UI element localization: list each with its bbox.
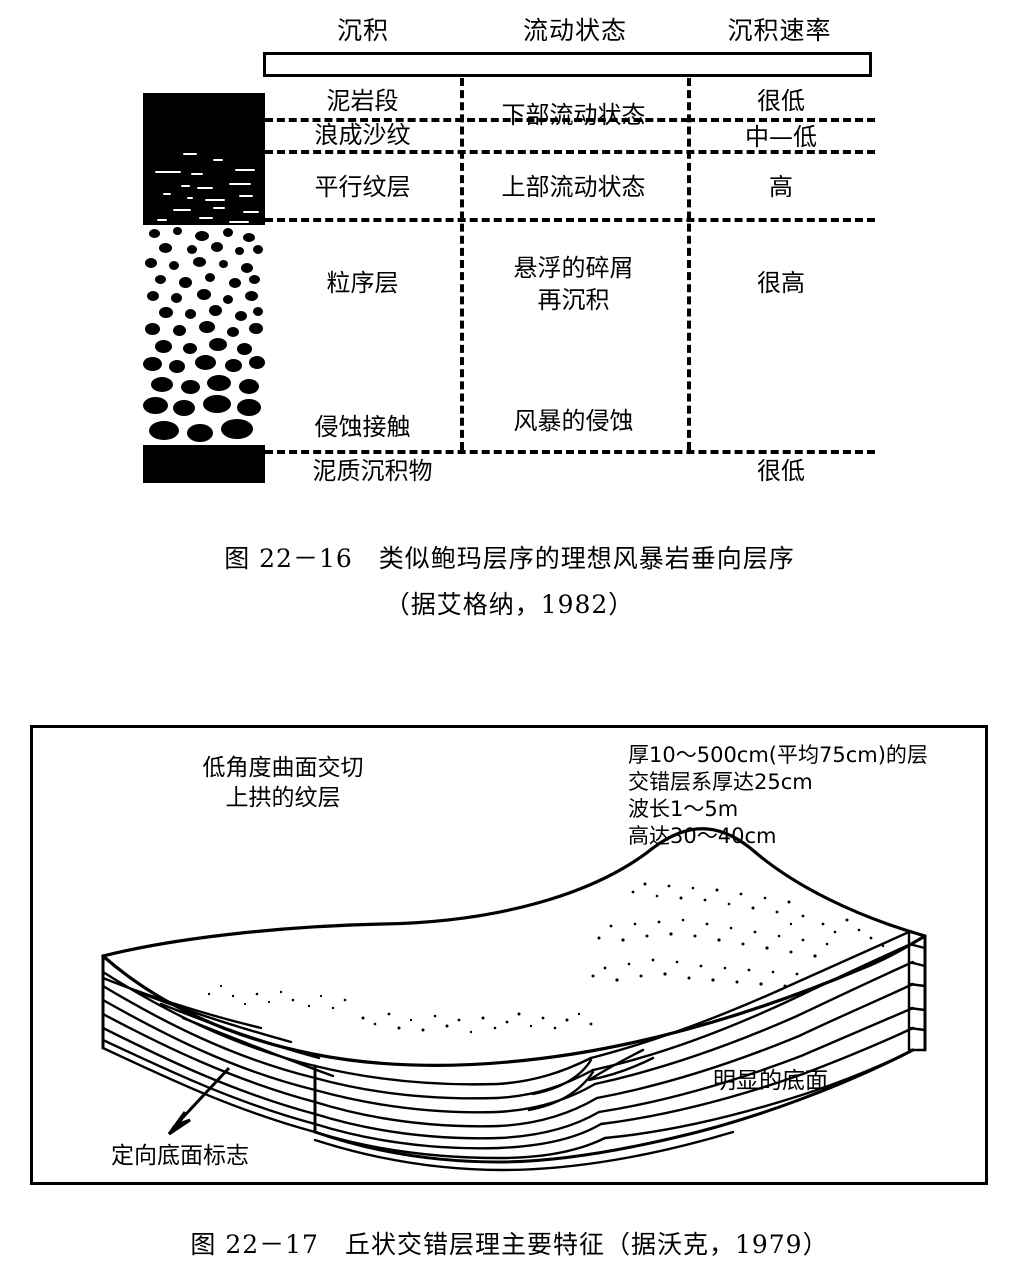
cell-deposit-5: 侵蚀接触 [314, 413, 411, 441]
row-divider-2 [265, 150, 875, 154]
annotation-right-line2: 交错层系厚达25cm [628, 770, 813, 794]
lithology-column [143, 93, 265, 483]
cell-flow-4-line2: 再沉积 [537, 286, 610, 314]
annotation-sharp-base: 明显的底面 [713, 1068, 828, 1094]
column-header-flow-regime: 流动状态 [522, 16, 627, 45]
column-divider-1 [460, 78, 464, 450]
figure-22-17-box: 低角度曲面交切 上拱的纹层 厚10～500cm(平均75cm)的层 交错层系厚达… [30, 725, 988, 1185]
column-divider-2 [687, 78, 691, 450]
annotation-right-line3: 波长1～5m [628, 797, 739, 821]
figure-22-16: 沉积 流动状态 沉积速率 [0, 0, 1019, 640]
cell-flow-1: 下部流动状态 [501, 101, 646, 129]
cell-rate-1: 很低 [757, 87, 805, 115]
row-divider-4 [265, 450, 875, 454]
figure-22-16-caption-line1: 图 22－16 类似鲍玛层序的理想风暴岩垂向层序 [224, 544, 795, 573]
cell-rate-3: 高 [769, 173, 793, 201]
annotation-right-line1: 厚10～500cm(平均75cm)的层 [628, 743, 928, 767]
header-bar [263, 52, 872, 77]
figure-22-16-caption-line2: （据艾格纳，1982） [384, 590, 635, 619]
cell-rate-6: 很低 [757, 457, 805, 485]
hummocky-cross-stratification-block-diagram [101, 827, 927, 1172]
annotation-left-line2: 上拱的纹层 [225, 785, 341, 811]
cell-deposit-1: 泥岩段 [326, 87, 399, 115]
cell-flow-4-line1: 悬浮的碎屑 [513, 254, 634, 282]
orientation-arrow-icon [167, 1066, 231, 1136]
cell-rate-2: 中—低 [745, 123, 817, 151]
cell-deposit-4: 粒序层 [326, 269, 399, 297]
annotation-left-line1: 低角度曲面交切 [202, 755, 364, 781]
row-divider-1b [687, 118, 875, 122]
cell-deposit-2: 浪成沙纹 [314, 121, 411, 149]
column-header-deposit: 沉积 [336, 16, 389, 45]
row-divider-3 [265, 218, 875, 222]
annotation-sole-mark: 定向底面标志 [111, 1143, 249, 1169]
figure-22-17-caption: 图 22－17 丘状交错层理主要特征（据沃克，1979） [190, 1230, 829, 1259]
column-header-deposition-rate: 沉积速率 [727, 16, 832, 45]
cell-flow-3: 上部流动状态 [501, 173, 646, 201]
row-divider-1 [265, 118, 689, 122]
cell-deposit-6: 泥质沉积物 [312, 457, 433, 485]
cell-deposit-3: 平行纹层 [314, 173, 411, 201]
cell-flow-5: 风暴的侵蚀 [513, 407, 634, 435]
cell-rate-4: 很高 [757, 269, 805, 297]
